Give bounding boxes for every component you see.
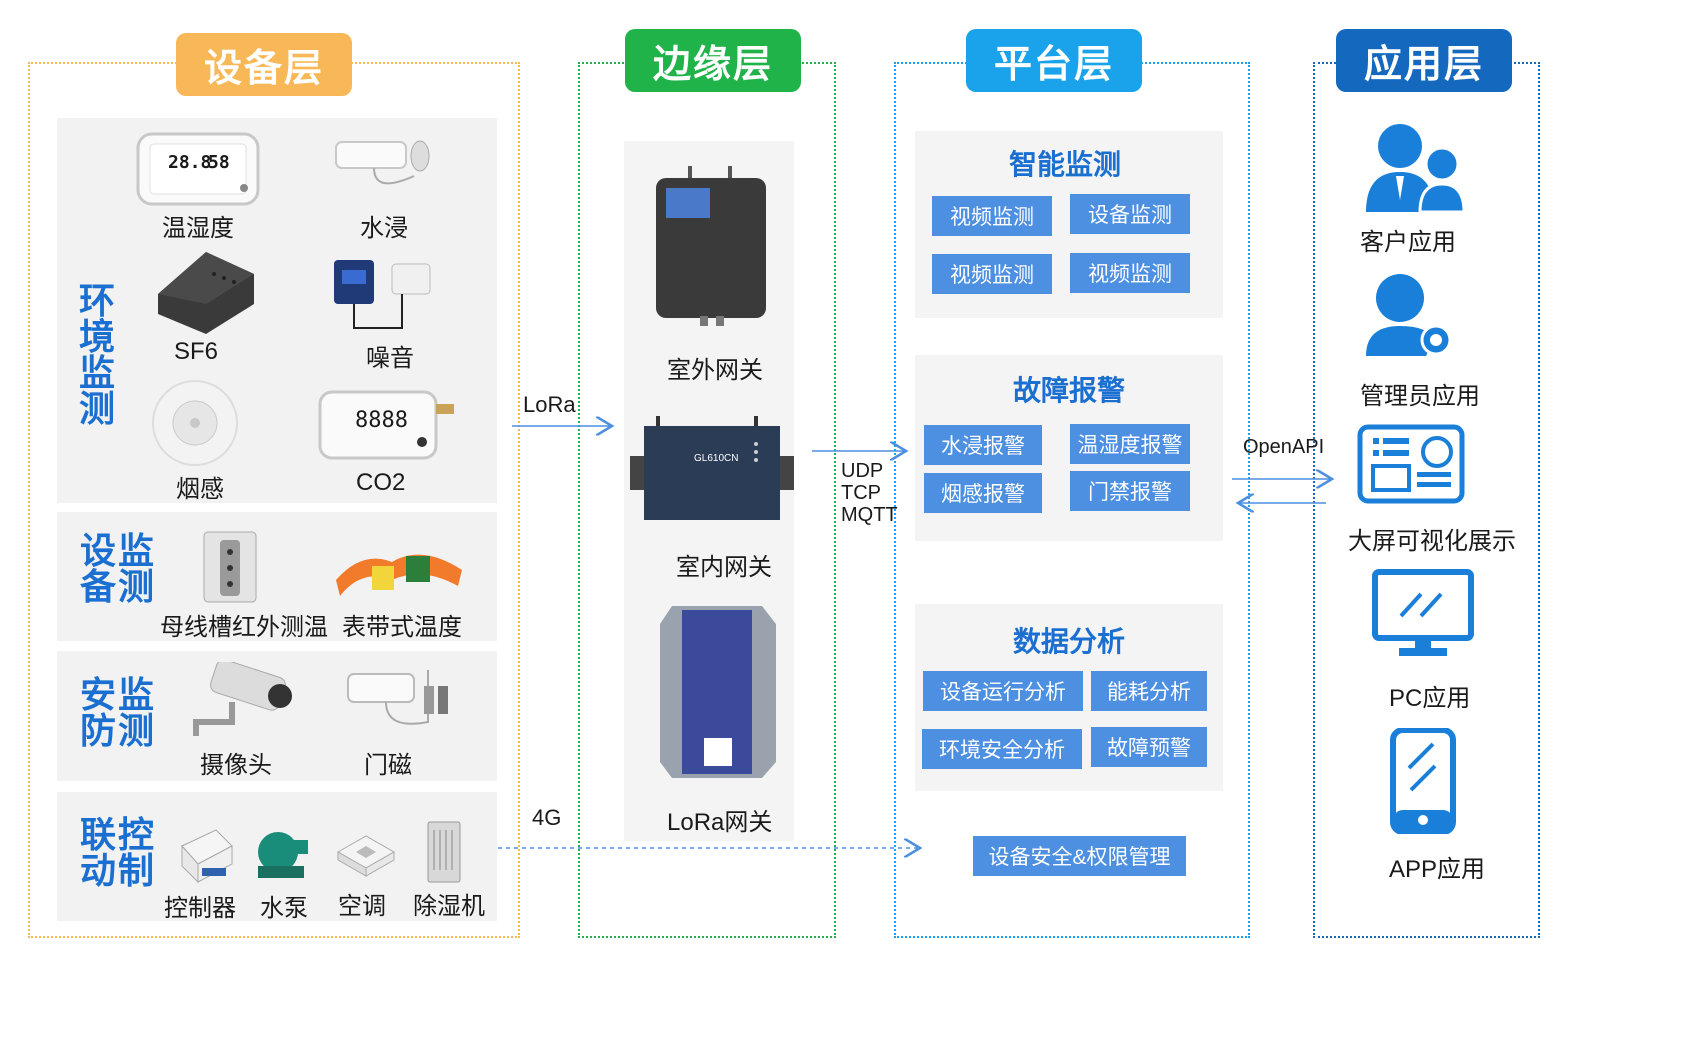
protocol-tcp: TCP — [841, 482, 881, 504]
label-indoor-gateway: 室内网关 — [676, 554, 772, 581]
label-lora-gateway: LoRa网关 — [667, 809, 773, 836]
btn-water-leak-alarm[interactable]: 水浸报警 — [924, 425, 1042, 465]
mobile-app-icon — [1390, 728, 1456, 834]
busbar-ir-sensor-icon — [203, 531, 257, 603]
label-water-leak: 水浸 — [360, 215, 408, 242]
label-customer-app: 客户应用 — [1360, 229, 1456, 256]
label-temperature-humidity: 温湿度 — [162, 215, 234, 242]
water-pump-icon — [258, 832, 308, 878]
equipment-monitoring-title-2: 备测 — [79, 567, 156, 608]
monitoring-title: 智能监测 — [1008, 148, 1121, 181]
btn-access-alarm[interactable]: 门禁报警 — [1070, 471, 1190, 511]
door-magnet-icon — [347, 670, 448, 725]
label-water-pump: 水泵 — [260, 895, 308, 922]
band-temperature-sensor-icon — [336, 554, 462, 596]
admin-app-icon — [1366, 274, 1452, 356]
security-monitoring-title-1: 安监 — [79, 675, 156, 716]
outdoor-gateway-icon — [656, 166, 766, 326]
linkage-control-title-2: 动制 — [79, 851, 156, 892]
btn-temp-humidity-alarm[interactable]: 温湿度报警 — [1070, 424, 1190, 464]
noise-sensor-icon — [334, 260, 431, 329]
security-monitoring-title-2: 防测 — [79, 711, 156, 752]
btn-fault-warning[interactable]: 故障预警 — [1091, 727, 1207, 767]
label-air-conditioner: 空调 — [338, 893, 386, 920]
lora-gateway-icon — [660, 606, 776, 778]
label-mobile-app: APP应用 — [1389, 856, 1486, 883]
label-noise: 噪音 — [366, 345, 414, 372]
app-layer-title: 应用层 — [1336, 29, 1512, 92]
smoke-detector-icon — [152, 380, 238, 466]
label-sf6: SF6 — [174, 338, 219, 365]
sf6-sensor-icon — [158, 252, 254, 334]
protocol-openapi: OpenAPI — [1243, 436, 1325, 458]
linkage-control-title-1: 联控 — [79, 815, 156, 856]
protocol-udp: UDP — [841, 460, 884, 482]
label-dehumidifier: 除湿机 — [413, 893, 485, 920]
env-monitoring-title: 环境监测 — [78, 281, 115, 430]
protocol-4g: 4G — [532, 805, 562, 830]
btn-video-monitoring-2[interactable]: 视频监测 — [932, 254, 1052, 294]
alarm-title: 故障报警 — [1012, 374, 1125, 407]
analysis-title: 数据分析 — [1012, 625, 1125, 658]
temperature-humidity-sensor-icon — [136, 132, 260, 206]
label-admin-app: 管理员应用 — [1360, 383, 1480, 410]
label-smoke: 烟感 — [176, 476, 224, 503]
customer-app-icon — [1366, 124, 1464, 212]
indoor-gateway-icon — [630, 416, 794, 520]
security-monitoring-panel — [57, 651, 497, 781]
air-conditioner-icon — [336, 835, 396, 877]
temperature-reading: 28.8 — [168, 152, 212, 173]
label-big-screen: 大屏可视化展示 — [1348, 528, 1516, 555]
edge-layer-title: 边缘层 — [625, 29, 801, 92]
btn-video-monitoring-1[interactable]: 视频监测 — [932, 196, 1052, 236]
label-camera: 摄像头 — [200, 752, 272, 779]
big-screen-dashboard-icon — [1357, 424, 1465, 504]
protocol-lora: LoRa — [523, 392, 576, 417]
label-pc-app: PC应用 — [1389, 685, 1471, 712]
btn-energy-analysis[interactable]: 能耗分析 — [1091, 671, 1207, 711]
label-co2: CO2 — [356, 469, 406, 496]
platform-layer-title: 平台层 — [966, 29, 1142, 92]
device-layer-title: 设备层 — [176, 33, 352, 96]
co2-sensor-icon — [318, 390, 454, 460]
btn-device-operation-analysis[interactable]: 设备运行分析 — [923, 671, 1083, 711]
btn-environment-safety-analysis[interactable]: 环境安全分析 — [922, 729, 1082, 769]
pc-app-icon — [1372, 569, 1474, 656]
camera-icon — [193, 662, 292, 736]
water-leak-sensor-icon — [335, 140, 430, 185]
btn-smoke-alarm[interactable]: 烟感报警 — [924, 473, 1042, 513]
label-outdoor-gateway: 室外网关 — [667, 357, 763, 384]
btn-security-permission-management[interactable]: 设备安全&权限管理 — [973, 836, 1186, 876]
btn-video-monitoring-3[interactable]: 视频监测 — [1070, 253, 1190, 293]
indoor-gateway-model: GL610CN — [694, 453, 739, 464]
label-band-temperature: 表带式温度 — [342, 614, 462, 641]
dehumidifier-icon — [427, 821, 461, 883]
humidity-reading: 58 — [208, 152, 230, 173]
co2-reading: 8888 — [355, 408, 408, 433]
label-busbar-ir: 母线槽红外测温 — [160, 614, 328, 641]
controller-icon — [181, 829, 233, 884]
label-controller: 控制器 — [164, 895, 236, 922]
protocol-mqtt: MQTT — [841, 504, 898, 526]
btn-device-monitoring[interactable]: 设备监测 — [1070, 194, 1190, 234]
equipment-monitoring-title-1: 设监 — [79, 531, 156, 572]
label-door-magnet: 门磁 — [364, 752, 412, 779]
